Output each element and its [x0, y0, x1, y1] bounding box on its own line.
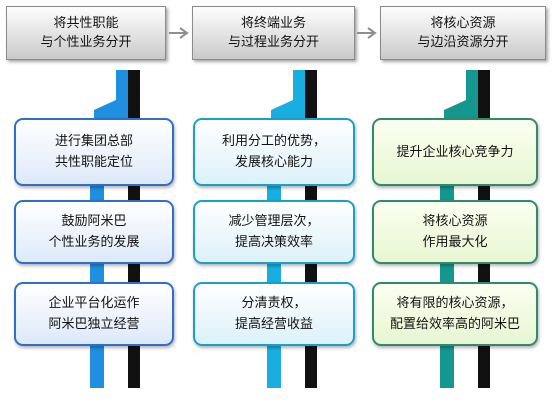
box-line: 减少管理层次， — [228, 214, 320, 229]
box-line: 利用分工的优势， — [221, 134, 326, 149]
header-2: 将终端业务 与过程业务分开 — [192, 6, 355, 60]
box-line: 发展核心能力 — [234, 155, 313, 170]
box-line: 分清责权， — [241, 296, 307, 311]
box-line: 作用最大化 — [422, 235, 488, 250]
column-3-box-3: 将有限的核心资源， 配置给效率高的阿米巴 — [372, 282, 538, 346]
box-line: 将有限的核心资源， — [396, 296, 514, 311]
header-1: 将共性职能 与个性业务分开 — [6, 6, 166, 60]
column-3-box-1: 提升企业核心竞争力 — [372, 118, 538, 186]
header-3: 将核心资源 与边沿资源分开 — [380, 6, 546, 60]
header-arrow-1 — [169, 27, 189, 39]
header-1-line2: 与个性业务分开 — [40, 35, 132, 50]
header-1-line1: 将共性职能 — [53, 16, 119, 31]
box-line: 进行集团总部 — [54, 134, 133, 149]
header-2-line1: 将终端业务 — [240, 16, 306, 31]
box-line: 将核心资源 — [422, 214, 488, 229]
box-line: 提高经营收益 — [234, 317, 313, 332]
box-line: 阿米巴独立经营 — [48, 317, 140, 332]
column-1-box-2: 鼓励阿米巴 个性业务的发展 — [14, 200, 174, 264]
box-line: 配置给效率高的阿米巴 — [389, 317, 520, 332]
column-2-box-1: 利用分工的优势， 发展核心能力 — [193, 118, 355, 186]
header-2-line2: 与过程业务分开 — [227, 35, 319, 50]
column-1-box-3: 企业平台化运作 阿米巴独立经营 — [14, 282, 174, 346]
header-arrow-2 — [357, 27, 377, 39]
header-3-line1: 将核心资源 — [430, 16, 496, 31]
box-line: 共性职能定位 — [54, 155, 133, 170]
column-2-box-3: 分清责权， 提高经营收益 — [193, 282, 355, 346]
column-1-box-1: 进行集团总部 共性职能定位 — [14, 118, 174, 186]
column-2-box-2: 减少管理层次， 提高决策效率 — [193, 200, 355, 264]
column-3-box-2: 将核心资源 作用最大化 — [372, 200, 538, 264]
box-line: 提高决策效率 — [234, 235, 313, 250]
box-line: 提升企业核心竞争力 — [396, 144, 514, 160]
box-line: 鼓励阿米巴 — [61, 214, 127, 229]
box-line: 个性业务的发展 — [48, 235, 140, 250]
box-line: 企业平台化运作 — [48, 296, 140, 311]
header-3-line2: 与边沿资源分开 — [417, 35, 509, 50]
